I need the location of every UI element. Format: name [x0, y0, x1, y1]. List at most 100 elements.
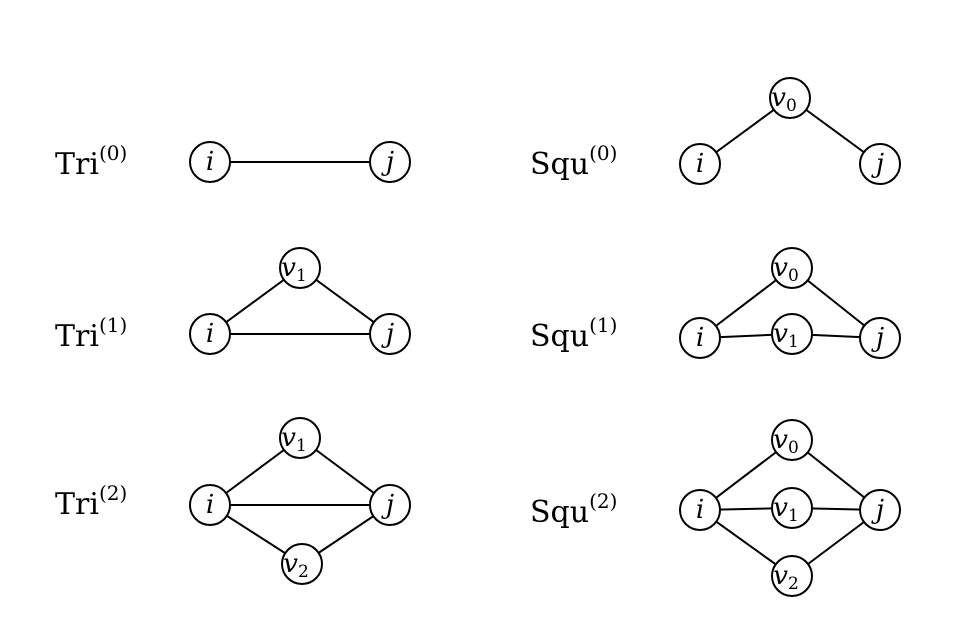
diagram-label-superscript: (1) [589, 313, 617, 337]
node-label: i [206, 319, 214, 349]
diagram-tri1: Tri(1) v1 i j [55, 247, 411, 355]
node-v0: v0 [769, 77, 811, 119]
diagram-label: Tri(1) [55, 313, 127, 354]
node-circle [679, 489, 721, 531]
diagram-label-base: Squ [530, 147, 589, 182]
node-label: i [696, 495, 704, 525]
node-circle [771, 247, 813, 289]
node-name: v [773, 425, 788, 455]
diagram-label: Tri(2) [55, 481, 127, 522]
node-name: v [281, 423, 296, 453]
node-name: i [206, 147, 214, 177]
node-circle [771, 487, 813, 529]
diagram-label: Squ(2) [530, 489, 617, 530]
node-circle [679, 143, 721, 185]
diagram-label-superscript: (0) [589, 141, 617, 165]
node-label: v1 [281, 253, 307, 286]
node-name: v [773, 561, 788, 591]
node-j: j [369, 313, 411, 355]
diagram-label: Tri(0) [55, 141, 127, 182]
diagram-label-base: Squ [530, 495, 589, 530]
node-circle [281, 543, 323, 585]
node-j: j [369, 484, 411, 526]
node-i: i [189, 484, 231, 526]
node-j: j [369, 141, 411, 183]
node-v2: v2 [281, 543, 323, 585]
node-label: i [696, 323, 704, 353]
diagram-label-base: Tri [55, 319, 99, 354]
node-subscript: 1 [296, 436, 307, 456]
node-circle [771, 313, 813, 355]
diagram-label-base: Squ [530, 319, 589, 354]
diagram-label: Squ(0) [530, 141, 617, 182]
node-subscript: 2 [298, 562, 309, 582]
diagram-label-base: Tri [55, 147, 99, 182]
node-v0: v0 [771, 419, 813, 461]
node-circle [369, 484, 411, 526]
node-v1: v1 [771, 313, 813, 355]
node-circle [279, 247, 321, 289]
diagram-tri0: Tri(0) i j [55, 141, 411, 183]
node-label: v0 [771, 83, 797, 116]
node-j: j [859, 317, 901, 359]
node-subscript: 0 [788, 266, 799, 286]
node-name: i [696, 323, 704, 353]
node-circle [279, 417, 321, 459]
diagram-label-superscript: (1) [99, 313, 127, 337]
node-circle [189, 313, 231, 355]
node-circle [769, 77, 811, 119]
node-name: v [773, 253, 788, 283]
node-circle [189, 484, 231, 526]
node-label: v1 [281, 423, 307, 456]
node-label: i [206, 490, 214, 520]
node-subscript: 1 [788, 506, 799, 526]
node-name: i [696, 149, 704, 179]
node-v2: v2 [771, 555, 813, 597]
node-label: v1 [773, 493, 799, 526]
node-circle [369, 141, 411, 183]
node-label: i [696, 149, 704, 179]
node-subscript: 2 [788, 574, 799, 594]
diagram-squ0: Squ(0) v0 i j [530, 77, 901, 185]
node-circle [771, 555, 813, 597]
node-name: v [283, 549, 298, 579]
node-j: j [859, 143, 901, 185]
node-label: v2 [773, 561, 799, 594]
node-name: i [206, 490, 214, 520]
node-subscript: 0 [786, 96, 797, 116]
node-j: j [859, 489, 901, 531]
node-v1: v1 [771, 487, 813, 529]
node-circle [189, 141, 231, 183]
node-name: i [696, 495, 704, 525]
node-subscript: 1 [296, 266, 307, 286]
node-label: v2 [283, 549, 309, 582]
node-i: i [679, 489, 721, 531]
diagram-squ1: Squ(1) v0 i v1 j [530, 247, 901, 359]
node-circle [859, 489, 901, 531]
diagram-label-base: Tri [55, 487, 99, 522]
node-v1: v1 [279, 417, 321, 459]
node-circle [859, 143, 901, 185]
diagram-label-superscript: (2) [99, 481, 127, 505]
diagram-label-superscript: (0) [99, 141, 127, 165]
node-name: v [281, 253, 296, 283]
node-label: i [206, 147, 214, 177]
node-name: v [773, 493, 788, 523]
node-i: i [679, 143, 721, 185]
diagram-label-superscript: (2) [589, 489, 617, 513]
node-circle [859, 317, 901, 359]
node-v0: v0 [771, 247, 813, 289]
node-name: i [206, 319, 214, 349]
node-label: v0 [773, 253, 799, 286]
node-subscript: 0 [788, 438, 799, 458]
node-i: i [189, 141, 231, 183]
diagram-label: Squ(1) [530, 313, 617, 354]
node-label: v0 [773, 425, 799, 458]
node-i: i [679, 317, 721, 359]
node-v1: v1 [279, 247, 321, 289]
node-circle [771, 419, 813, 461]
node-name: v [771, 83, 786, 113]
